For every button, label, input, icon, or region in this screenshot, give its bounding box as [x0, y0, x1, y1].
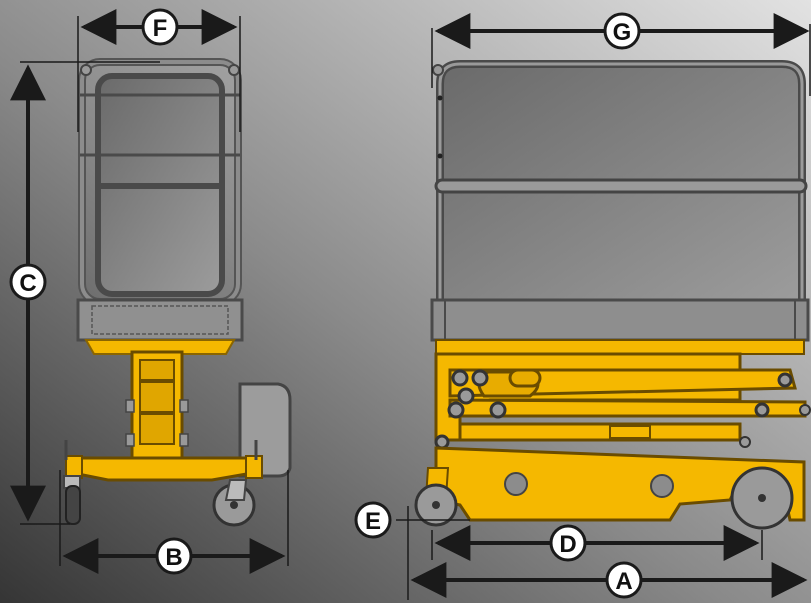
front-wheel-right: [212, 479, 256, 527]
label-d-text: D: [559, 531, 576, 558]
label-e-text: E: [365, 508, 381, 535]
front-rear-housing: [238, 382, 292, 478]
label-b-text: B: [165, 544, 182, 571]
front-guardrail: [78, 58, 242, 306]
side-front-caster: [414, 467, 458, 527]
label-c-text: C: [19, 270, 36, 297]
side-chassis-hole-1: [504, 472, 528, 496]
front-deck-lip: [84, 339, 236, 355]
side-guardrail: [432, 60, 808, 300]
side-view: [414, 60, 811, 530]
side-chassis-hole-2: [650, 474, 674, 498]
label-f-text: F: [153, 15, 168, 42]
side-pivot-pins: [434, 369, 811, 450]
front-mast: [125, 350, 189, 464]
side-deck-rim: [435, 339, 805, 355]
label-g-text: G: [613, 19, 632, 46]
dimension-label-e: E: [354, 501, 392, 539]
extension-lines: [20, 16, 811, 600]
dimension-label-c: C: [9, 263, 47, 301]
dimension-label-g: G: [603, 12, 641, 50]
front-caster-left: [63, 475, 81, 525]
front-base: [66, 456, 260, 482]
dimension-label-d: D: [549, 524, 587, 562]
side-platform-deck: [430, 298, 810, 342]
dimension-label-b: B: [155, 537, 193, 575]
dimension-label-a: A: [605, 561, 643, 599]
dimension-label-f: F: [141, 8, 179, 46]
label-a-text: A: [615, 568, 632, 595]
side-rear-wheel: [730, 466, 794, 530]
